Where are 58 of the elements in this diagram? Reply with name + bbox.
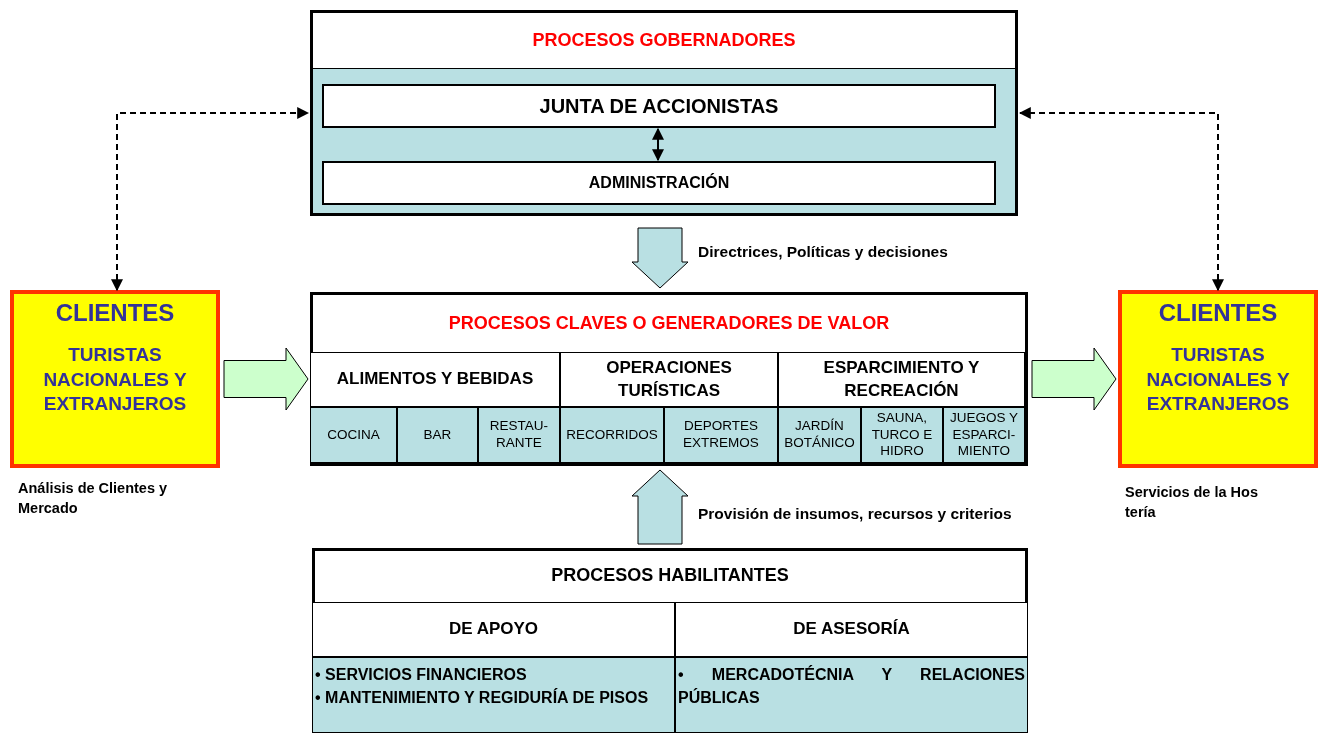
- client-title: CLIENTES: [1158, 299, 1278, 327]
- subprocess-cell: [310, 407, 397, 463]
- subprocess-cell: [778, 407, 861, 463]
- category-label: DE APOYO: [447, 618, 540, 641]
- block-arrow: [631, 469, 689, 545]
- edge-label: Provisión de insumos, recursos y criterios: [698, 505, 1012, 523]
- node-caption: Servicios de la Hos tería: [1125, 483, 1259, 523]
- group-title: PROCESOS GOBERNADORES: [532, 30, 796, 51]
- dashed-arrow: [1018, 107, 1224, 292]
- subprocess-label: JUEGOS Y ESPARCI-MIENTO: [949, 409, 1019, 461]
- subprocess-cell: [861, 407, 943, 463]
- category-label: ESPARCIMIENTO Y RECREACIÓN: [822, 357, 981, 402]
- process-box: [322, 161, 996, 205]
- node-caption: Análisis de Clientes y Mercado: [18, 479, 169, 519]
- dashed-arrow: [111, 107, 310, 292]
- process-group-frame: [312, 548, 1028, 733]
- process-box: [322, 84, 996, 128]
- subprocess-cell: [943, 407, 1025, 463]
- list-item: • MERCADOTÉCNIA Y RELACIONES PÚBLICAS: [678, 664, 1025, 708]
- subprocess-cell: [560, 407, 664, 463]
- client-box: [1118, 290, 1318, 468]
- group-title: PROCESOS HABILITANTES: [551, 565, 789, 586]
- process-group-frame: [310, 10, 1018, 216]
- box-label: ADMINISTRACIÓN: [588, 174, 730, 192]
- block-arrow: [1031, 347, 1117, 411]
- subprocess-label: JARDÍN BOTÁNICO: [783, 418, 856, 452]
- category-header-cell: [675, 602, 1028, 657]
- client-title: CLIENTES: [55, 299, 175, 327]
- subprocess-cell: [478, 407, 560, 463]
- category-header-cell: [312, 602, 675, 657]
- list-item: • MANTENIMIENTO Y REGIDURÍA DE PISOS: [315, 687, 650, 708]
- category-header-cell: [310, 352, 560, 407]
- subprocess-cell: [664, 407, 778, 463]
- subprocess-label: RECORRIDOS: [566, 426, 658, 444]
- group-title: PROCESOS CLAVES O GENERADORES DE VALOR: [448, 313, 890, 334]
- block-arrow: [631, 227, 689, 289]
- subprocess-label: COCINA: [327, 426, 380, 444]
- client-description: TURISTAS NACIONALES Y EXTRANJEROS: [42, 343, 188, 417]
- category-label: ALIMENTOS Y BEBIDAS: [335, 368, 535, 391]
- arrow: [652, 127, 664, 162]
- process-group-frame: [310, 292, 1028, 466]
- list-item: • SERVICIOS FINANCIEROS: [315, 665, 528, 685]
- box-label: JUNTA DE ACCIONISTAS: [539, 94, 779, 118]
- subprocess-cell: [397, 407, 478, 463]
- block-arrow: [223, 347, 309, 411]
- category-label: DE ASESORÍA: [792, 618, 911, 641]
- list-cell: [675, 657, 1028, 733]
- category-header-cell: [560, 352, 778, 407]
- subprocess-label: SAUNA, TURCO E HIDRO: [870, 409, 934, 461]
- category-label: OPERACIONES TURÍSTICAS: [605, 357, 733, 402]
- category-header-cell: [778, 352, 1025, 407]
- list-cell: [312, 657, 675, 733]
- client-description: TURISTAS NACIONALES Y EXTRANJEROS: [1145, 343, 1291, 417]
- client-box: [10, 290, 220, 468]
- subprocess-label: RESTAU-RANTE: [488, 418, 550, 452]
- subprocess-label: DEPORTES EXTREMOS: [682, 418, 760, 452]
- edge-label: Directrices, Políticas y decisiones: [698, 243, 948, 261]
- subprocess-label: BAR: [423, 426, 452, 444]
